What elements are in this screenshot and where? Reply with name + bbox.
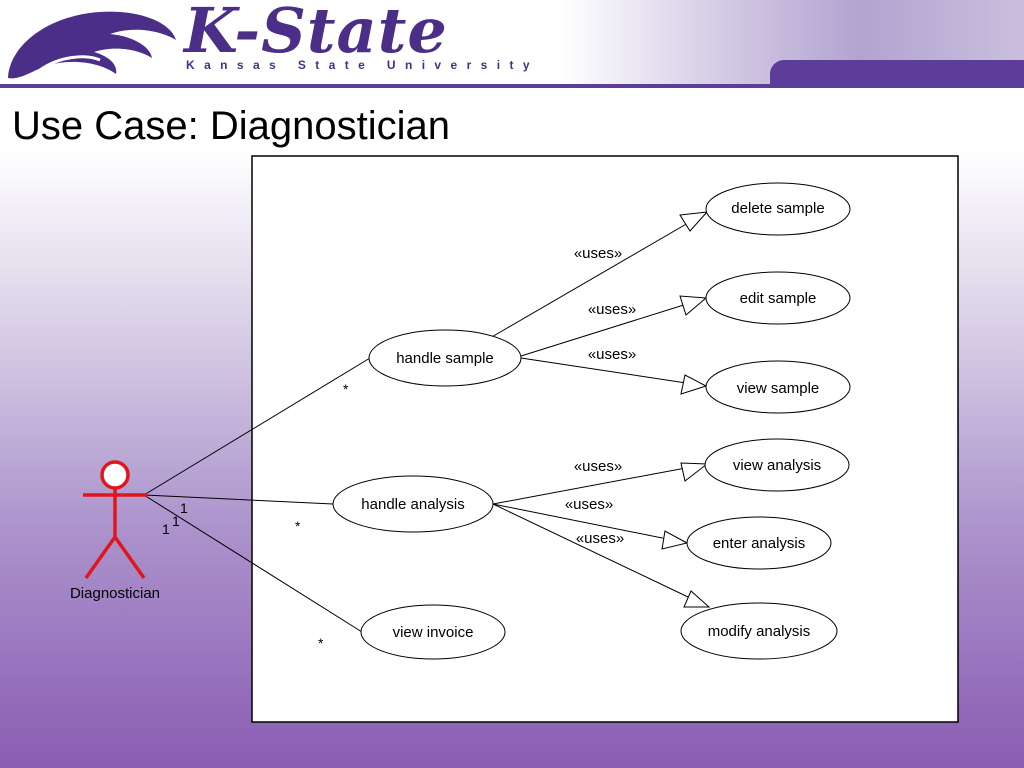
multiplicity-label: * <box>295 518 301 534</box>
uses-line <box>520 357 707 387</box>
arrowhead-icon <box>683 590 711 608</box>
uses-line <box>489 211 708 339</box>
use-case-delete-sample: delete sample <box>705 182 851 236</box>
use-case-label: view sample <box>737 380 820 397</box>
use-case-label: delete sample <box>731 200 824 217</box>
multiplicity-label: 1 <box>172 513 180 529</box>
banner-bar <box>770 60 1024 88</box>
system-boundary <box>251 155 959 723</box>
multiplicity-label: * <box>318 635 324 651</box>
use-case-handle-sample: handle sample <box>368 329 522 387</box>
multiplicity-label: 1 <box>162 521 170 537</box>
uses-line <box>492 463 708 505</box>
association-line <box>143 357 371 496</box>
use-case-handle-analysis: handle analysis <box>332 475 494 533</box>
use-case-edit-sample: edit sample <box>705 271 851 325</box>
use-case-view-invoice: view invoice <box>360 604 506 660</box>
actor-head <box>100 460 130 490</box>
uses-label: «uses» <box>588 346 636 363</box>
actor-left-leg <box>84 535 117 580</box>
use-case-label: view analysis <box>733 457 821 474</box>
arrowhead-icon <box>661 530 689 550</box>
banner-rule <box>0 84 1024 88</box>
arrowhead-icon <box>680 374 708 395</box>
uses-label: «uses» <box>565 496 613 513</box>
use-case-label: handle sample <box>396 350 494 367</box>
arrowhead-icon <box>679 211 709 232</box>
slide-title: Use Case: Diagnostician <box>12 104 450 148</box>
use-case-label: enter analysis <box>713 535 806 552</box>
multiplicity-label: * <box>343 381 349 397</box>
use-case-label: view invoice <box>393 624 474 641</box>
use-case-view-analysis: view analysis <box>704 438 850 492</box>
actor-label: Diagnostician <box>70 585 160 602</box>
arrowhead-icon <box>680 462 709 482</box>
uses-line <box>520 297 707 357</box>
logo-wordmark: K-State <box>184 0 448 67</box>
uses-label: «uses» <box>574 458 622 475</box>
actor-right-leg <box>113 535 146 580</box>
uses-label: «uses» <box>576 530 624 547</box>
use-case-label: modify analysis <box>708 623 811 640</box>
uses-line <box>492 503 710 608</box>
association-line <box>143 494 363 633</box>
use-case-label: edit sample <box>740 290 817 307</box>
use-case-view-sample: view sample <box>705 360 851 414</box>
header-banner: K-State Kansas State University <box>0 0 1024 88</box>
multiplicity-label: 1 <box>180 500 188 516</box>
wildcat-logo-icon <box>8 11 176 79</box>
uses-label: «uses» <box>574 245 622 262</box>
use-case-enter-analysis: enter analysis <box>686 516 832 570</box>
actor-diagnostician <box>83 460 147 580</box>
logo-subtitle: Kansas State University <box>186 58 539 72</box>
uses-line <box>492 503 688 544</box>
uses-label: «uses» <box>588 301 636 318</box>
association-line <box>143 494 334 505</box>
use-case-label: handle analysis <box>361 496 464 513</box>
use-case-modify-analysis: modify analysis <box>680 602 838 660</box>
arrowhead-icon <box>679 295 708 316</box>
